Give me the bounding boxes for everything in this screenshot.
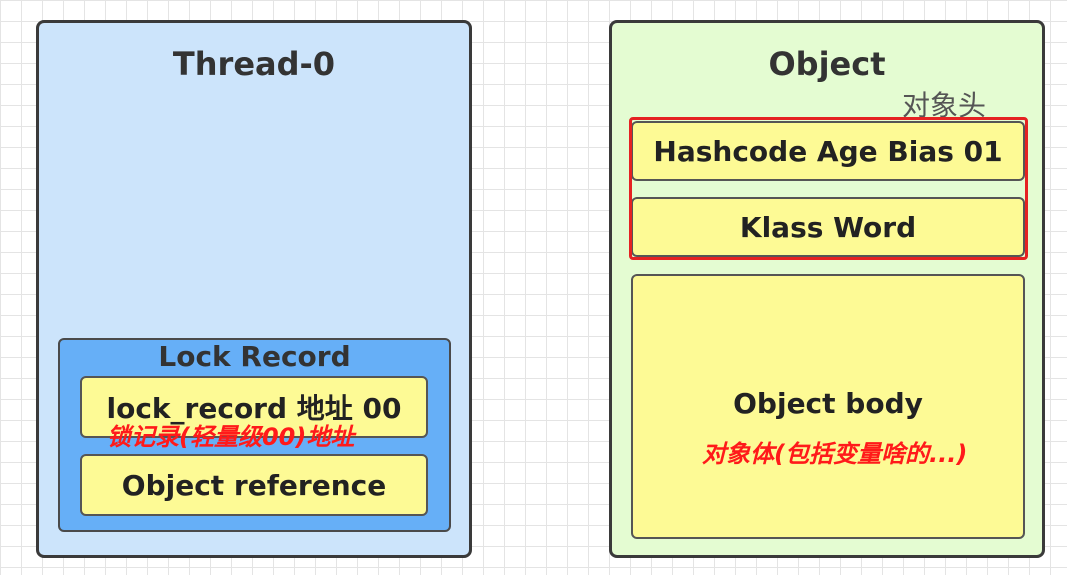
object-header-highlight xyxy=(629,117,1028,260)
object-body-box: Object body xyxy=(631,274,1025,539)
object-reference-box: Object reference xyxy=(80,454,428,516)
object-header-label: 对象头 xyxy=(902,89,987,122)
object-body-note: 对象体(包括变量啥的...) xyxy=(702,440,968,468)
lock-record-address-box: lock_record 地址 00 xyxy=(80,376,428,438)
object-reference-label: Object reference xyxy=(121,468,387,502)
mark-word-label: Hashcode Age Bias 01 xyxy=(653,134,1003,168)
lock-record-title: Lock Record xyxy=(158,340,351,373)
lock-record-note: 锁记录(轻量级00)地址 xyxy=(107,423,355,451)
lock-record-address-label: lock_record 地址 00 xyxy=(106,392,402,425)
klass-word-box: Klass Word xyxy=(631,197,1025,257)
thread-title: Thread-0 xyxy=(172,45,336,83)
object-body-label: Object body xyxy=(733,387,923,420)
object-title: Object xyxy=(768,45,886,83)
mark-word-box: Hashcode Age Bias 01 xyxy=(631,121,1025,181)
klass-word-label: Klass Word xyxy=(739,210,917,244)
